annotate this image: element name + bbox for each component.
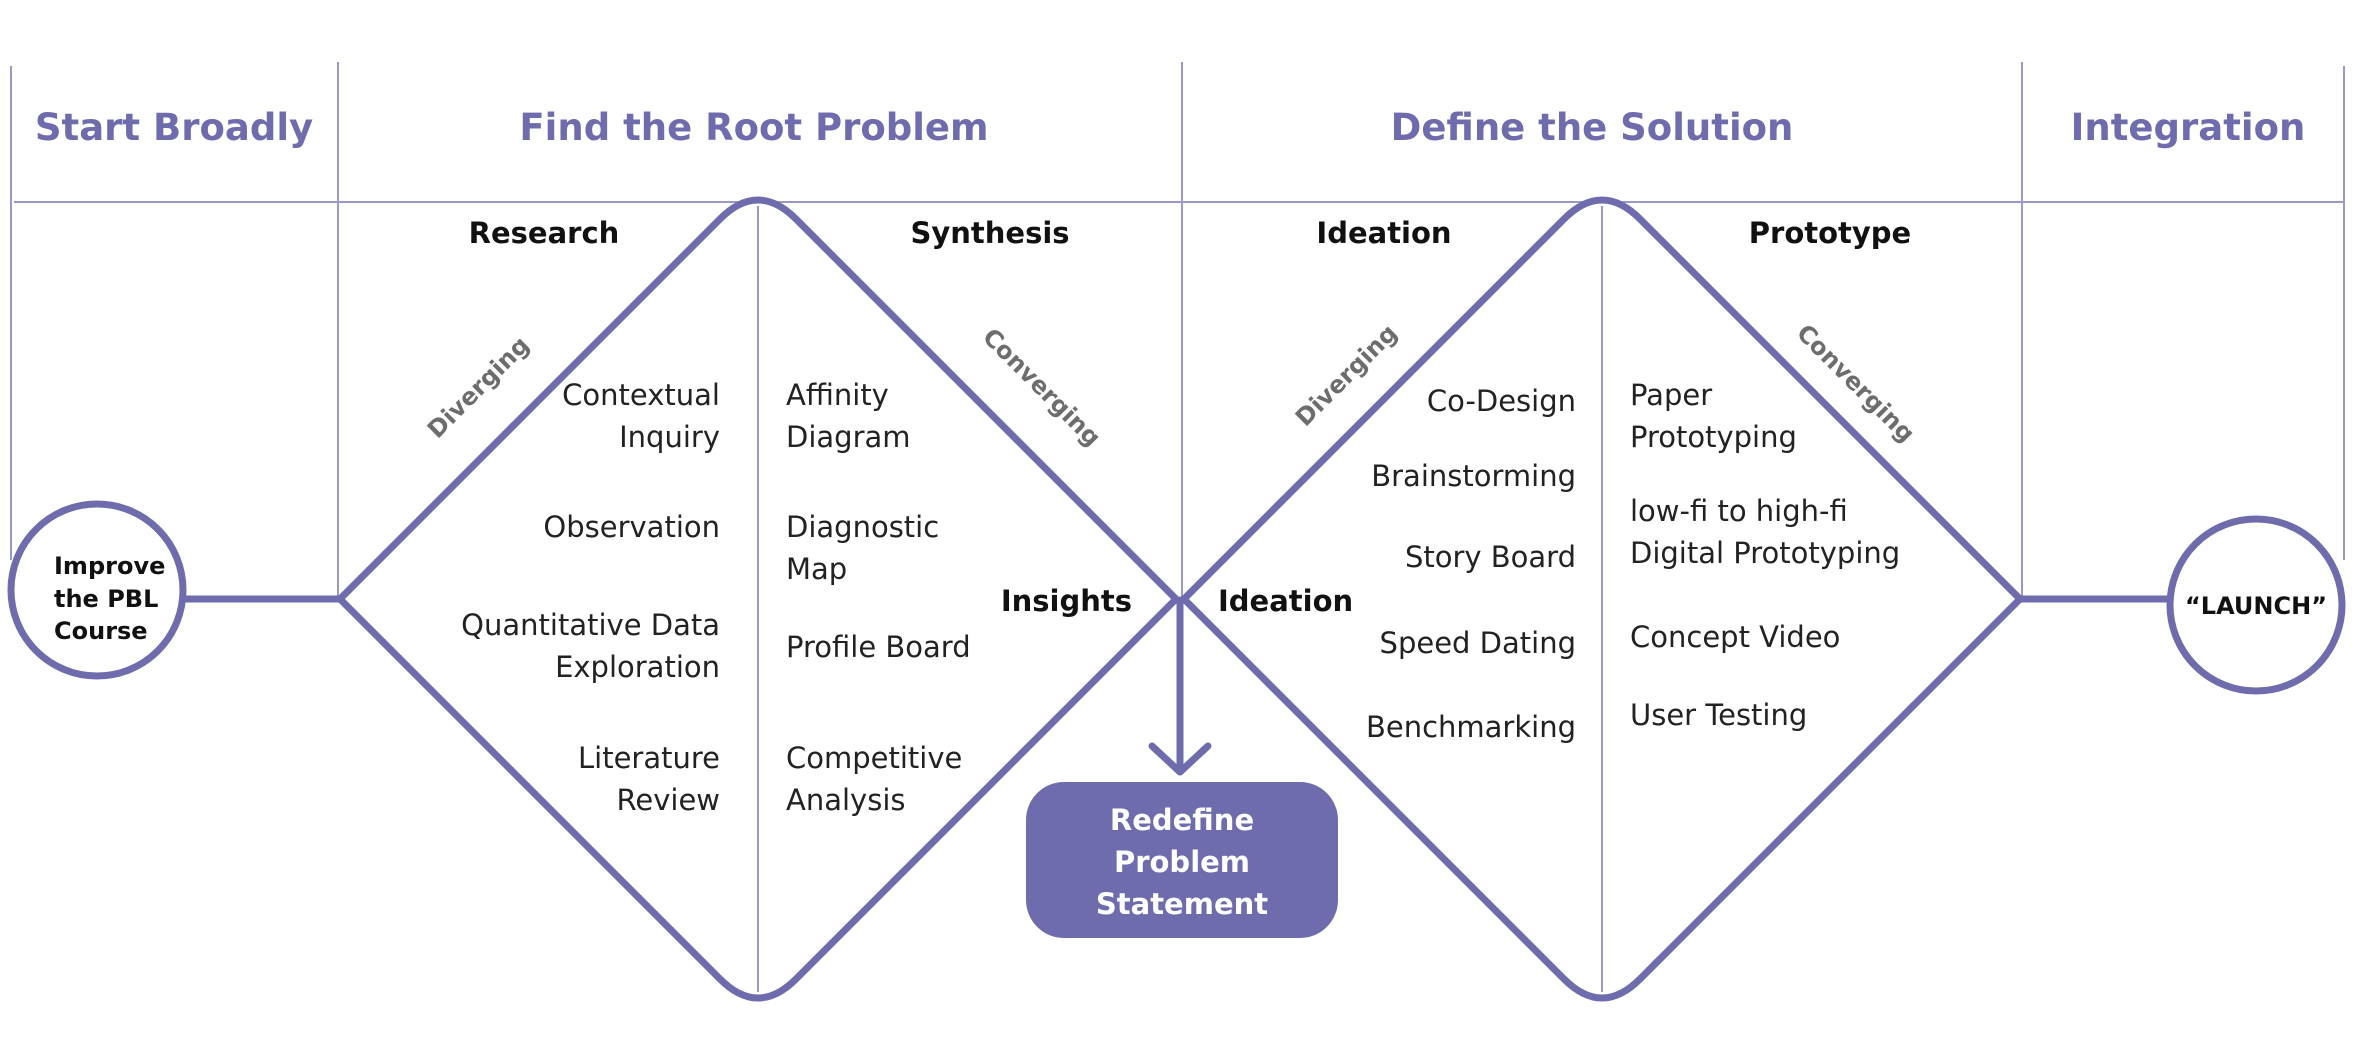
method-affinity-1: Affinity [786,378,889,412]
research-methods: Contextual Inquiry Observation Quantitat… [461,378,720,817]
method-competitive-2: Analysis [786,783,905,817]
grid-lines [10,62,2345,992]
redefine-line-1: Redefine [1110,803,1254,837]
synthesis-methods: Affinity Diagram Diagnostic Map Profile … [786,378,971,817]
converging-label-1: Converging [977,323,1106,452]
diverging-label-1: Diverging [422,331,535,444]
method-lofi-hifi-2: Digital Prototyping [1630,536,1900,570]
method-affinity-2: Diagram [786,420,911,454]
method-literature-1: Literature [578,741,720,775]
stage-research: Research [469,216,620,250]
method-paper-prototyping-2: Prototyping [1630,420,1797,454]
stage-insights: Insights [1001,584,1132,618]
method-competitive-1: Competitive [786,741,962,775]
redefine-line-2: Problem [1114,845,1250,879]
method-benchmarking: Benchmarking [1366,710,1576,744]
stage-prototype: Prototype [1749,216,1911,250]
stage-ideation-mid: Ideation [1218,584,1353,618]
diamond-research-synthesis [336,196,1180,1002]
stage-synthesis: Synthesis [910,216,1069,250]
method-quantitative-2: Exploration [555,650,720,684]
end-node-label: “LAUNCH” [2185,592,2327,620]
method-co-design: Co-Design [1427,384,1576,418]
phase-define-solution: Define the Solution [1391,106,1794,149]
method-quantitative-1: Quantitative Data [461,608,720,642]
start-node-line-1: Improve [54,552,165,580]
diamond-ideation-prototype [1180,196,2024,1002]
start-node-line-3: Course [54,617,148,645]
method-diagnostic-2: Map [786,552,847,586]
diverging-label-2: Diverging [1290,319,1403,432]
end-node: “LAUNCH” [2166,515,2346,695]
start-node-line-2: the PBL [54,585,158,613]
method-literature-2: Review [617,783,720,817]
method-story-board: Story Board [1405,540,1576,574]
prototype-methods: Paper Prototyping low-fi to high-fi Digi… [1630,378,1900,732]
method-concept-video: Concept Video [1630,620,1840,654]
down-arrow-icon [1148,596,1212,776]
method-user-testing: User Testing [1630,698,1807,732]
method-contextual-inquiry-2: Inquiry [619,420,720,454]
method-speed-dating: Speed Dating [1380,626,1576,660]
method-contextual-inquiry-1: Contextual [562,378,720,412]
phase-integration: Integration [2071,106,2306,149]
phase-start-broadly: Start Broadly [35,106,313,149]
ideation-methods: Co-Design Brainstorming Story Board Spee… [1366,384,1576,744]
phase-find-root-problem: Find the Root Problem [519,106,988,149]
method-profile-board: Profile Board [786,630,971,664]
redefine-problem-statement-box: Redefine Problem Statement [1026,782,1338,938]
start-node: Improve the PBL Course [7,500,187,680]
method-paper-prototyping-1: Paper [1630,378,1712,412]
method-brainstorming: Brainstorming [1371,459,1576,493]
method-diagnostic-1: Diagnostic [786,510,939,544]
method-observation: Observation [543,510,720,544]
method-lofi-hifi-1: low-fi to high-fi [1630,494,1848,528]
redefine-line-3: Statement [1096,887,1268,921]
stage-ideation: Ideation [1316,216,1451,250]
converging-label-2: Converging [1791,319,1920,448]
